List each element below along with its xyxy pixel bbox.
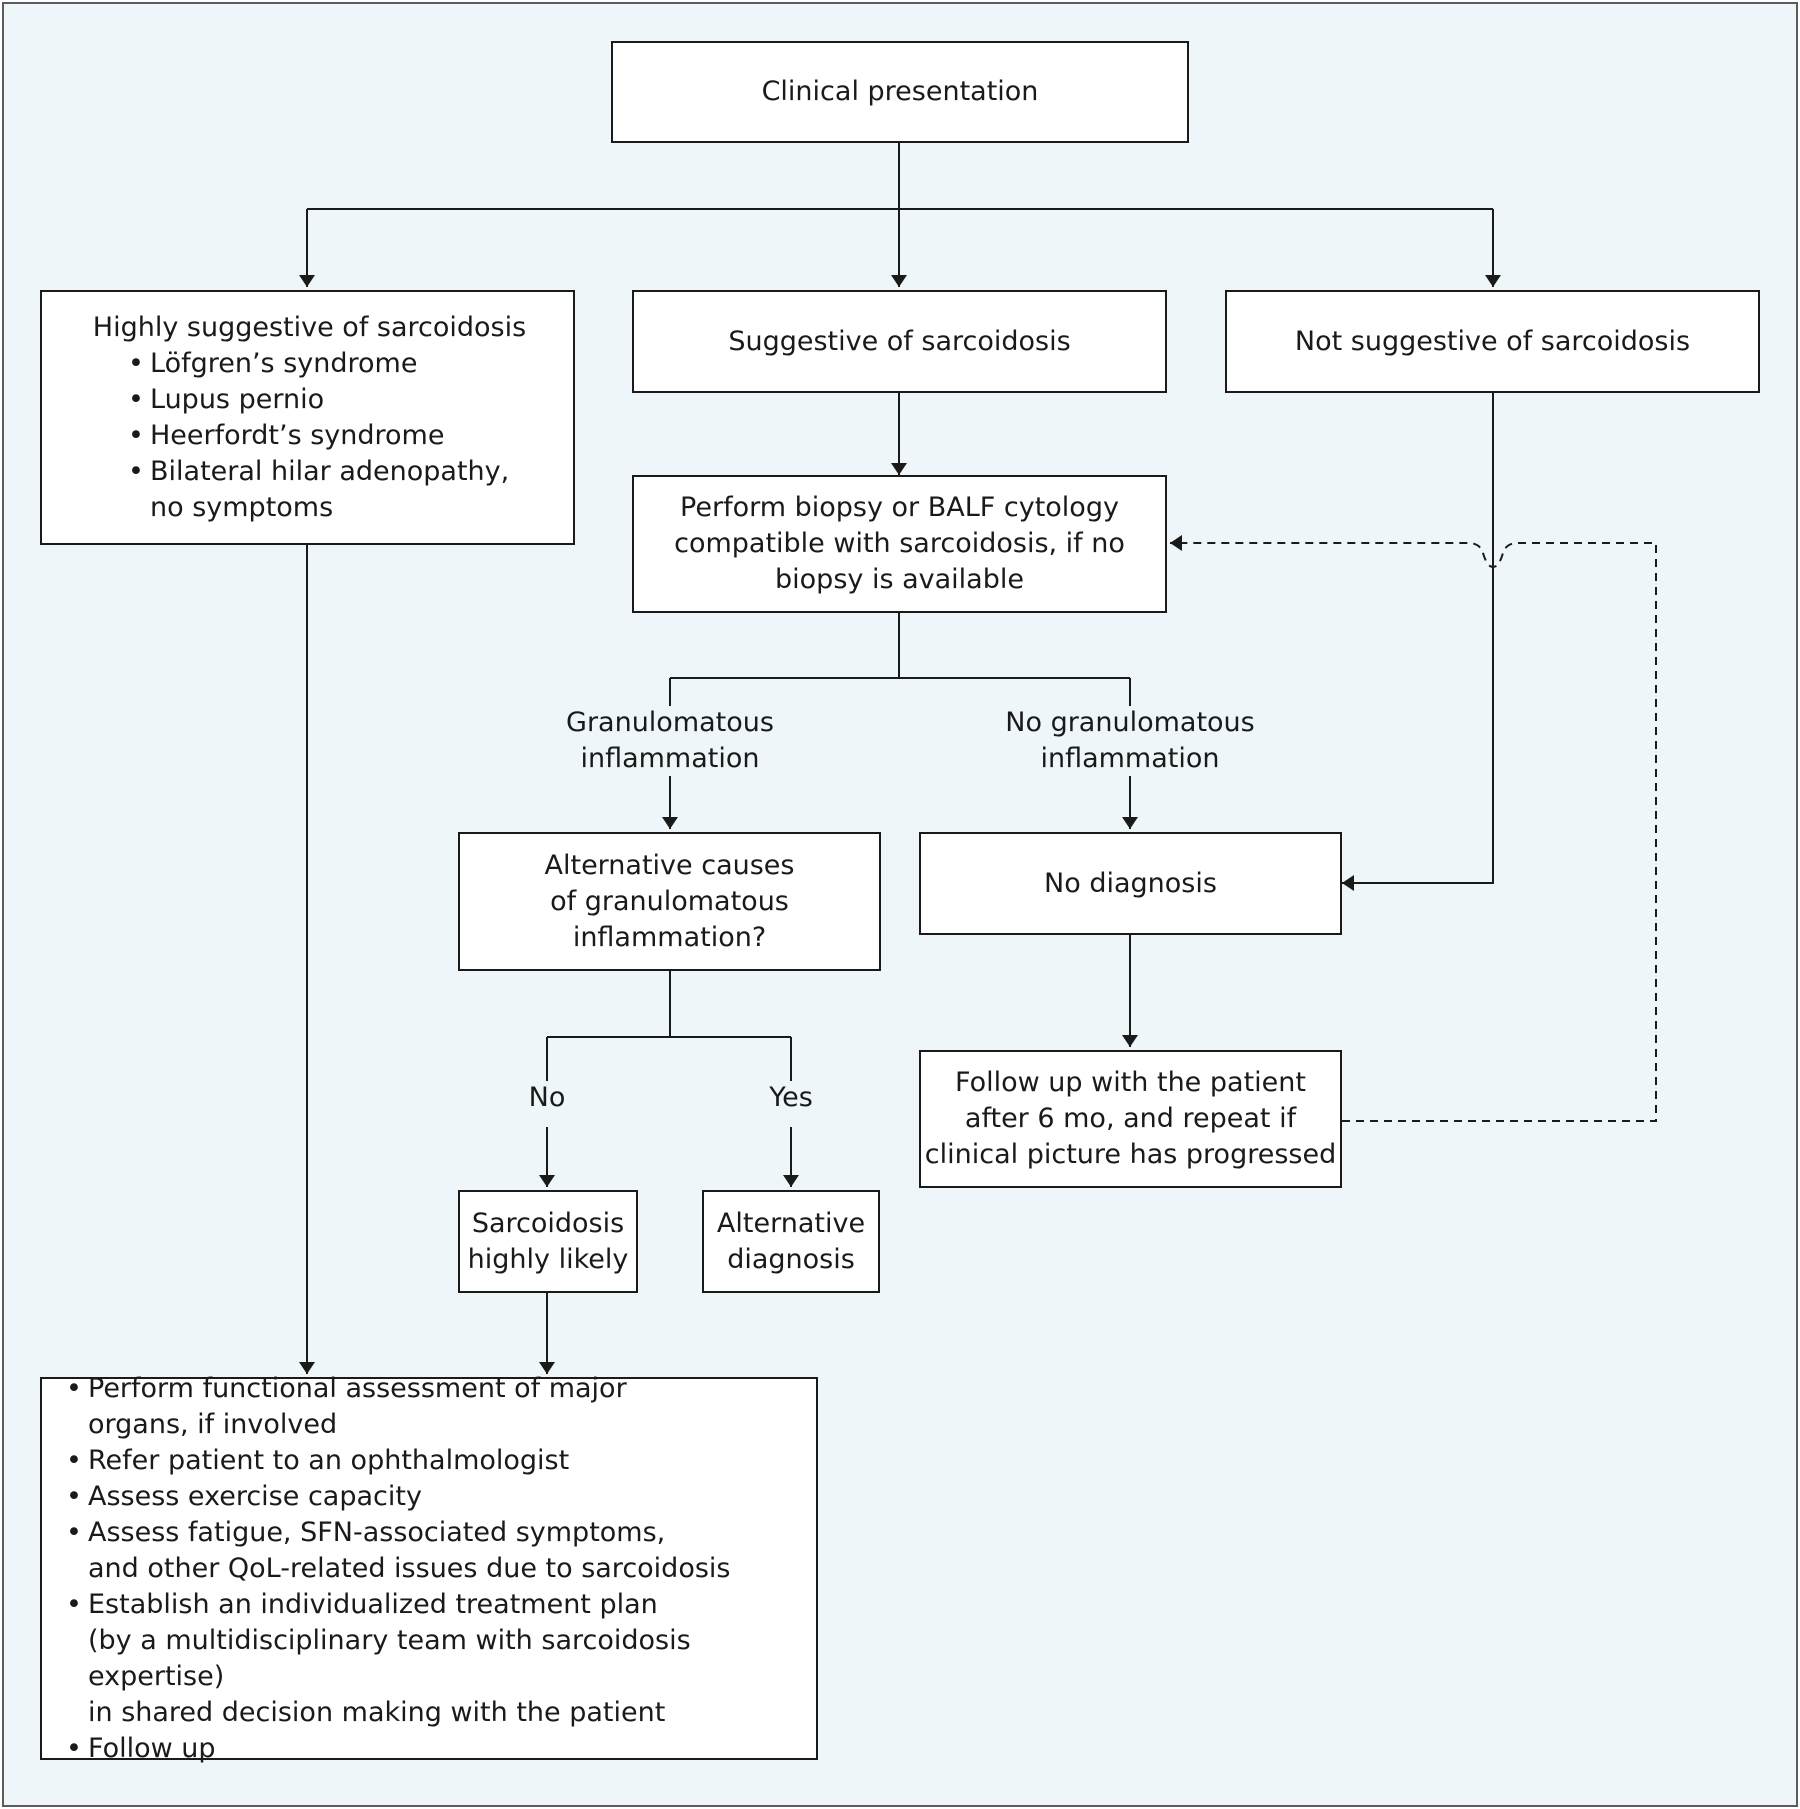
list-item: Bilateral hilar adenopathy, no symptoms (124, 454, 573, 526)
edge-label-no-granulomatous: No granulomatous inflammation (1005, 707, 1255, 774)
list-item: Heerfordt’s syndrome (124, 418, 573, 454)
highly-suggestive-list: Löfgren’s syndrome Lupus pernio Heerford… (42, 346, 573, 526)
list-item: Lupus pernio (124, 382, 573, 418)
follow-up-text: Follow up with the patient after 6 mo, a… (924, 1067, 1337, 1170)
sarcoidosis-likely-box: Sarcoidosis highly likely (458, 1190, 638, 1293)
edge-label-granulomatous: Granulomatous inflammation (566, 707, 774, 774)
biopsy-box: Perform biopsy or BALF cytology compatib… (632, 475, 1167, 613)
highly-suggestive-box: Highly suggestive of sarcoidosis Löfgren… (40, 290, 575, 545)
not-suggestive-box: Not suggestive of sarcoidosis (1225, 290, 1760, 393)
management-box: Perform functional assessment of major o… (40, 1371, 818, 1767)
clinical-presentation-box: Clinical presentation (611, 41, 1189, 143)
highly-suggestive-title: Highly suggestive of sarcoidosis (92, 311, 527, 343)
no-diagnosis-box: No diagnosis (919, 832, 1342, 935)
connector-clinical-split (307, 143, 1493, 210)
management-list: Perform functional assessment of major o… (42, 1371, 816, 1767)
sarcoidosis-likely-text: Sarcoidosis highly likely (467, 1207, 629, 1275)
list-item: Perform functional assessment of major o… (62, 1371, 816, 1443)
arrow-not-suggestive-to-no-diagnosis (1342, 393, 1494, 891)
alternative-causes-box: Alternative causes of granulomatous infl… (458, 832, 881, 971)
suggestive-text: Suggestive of sarcoidosis (728, 325, 1071, 357)
list-item: Refer patient to an ophthalmologist (62, 1443, 816, 1479)
list-item: Assess fatigue, SFN-associated symptoms,… (62, 1515, 816, 1587)
biopsy-text: Perform biopsy or BALF cytology compatib… (674, 492, 1125, 595)
list-item: Löfgren’s syndrome (124, 346, 573, 382)
connector-alternative-split (546, 971, 792, 1081)
alternative-causes-text: Alternative causes of granulomatous infl… (544, 849, 795, 953)
list-item: Establish an individualized treatment pl… (62, 1587, 816, 1731)
alternative-diagnosis-box: Alternative diagnosis (702, 1190, 880, 1293)
connector-biopsy-split (669, 613, 1131, 706)
follow-up-box: Follow up with the patient after 6 mo, a… (919, 1050, 1342, 1188)
not-suggestive-text: Not suggestive of sarcoidosis (1294, 325, 1691, 357)
alternative-diagnosis-text: Alternative diagnosis (716, 1207, 866, 1275)
list-item: Follow up (62, 1731, 816, 1767)
edge-label-no: No (528, 1082, 566, 1113)
suggestive-box: Suggestive of sarcoidosis (632, 290, 1167, 393)
dashed-repeat-loop (1170, 535, 1657, 1122)
clinical-presentation-text: Clinical presentation (761, 76, 1039, 107)
edge-label-yes: Yes (769, 1082, 813, 1113)
no-diagnosis-text: No diagnosis (1044, 867, 1217, 899)
list-item: Assess exercise capacity (62, 1479, 816, 1515)
